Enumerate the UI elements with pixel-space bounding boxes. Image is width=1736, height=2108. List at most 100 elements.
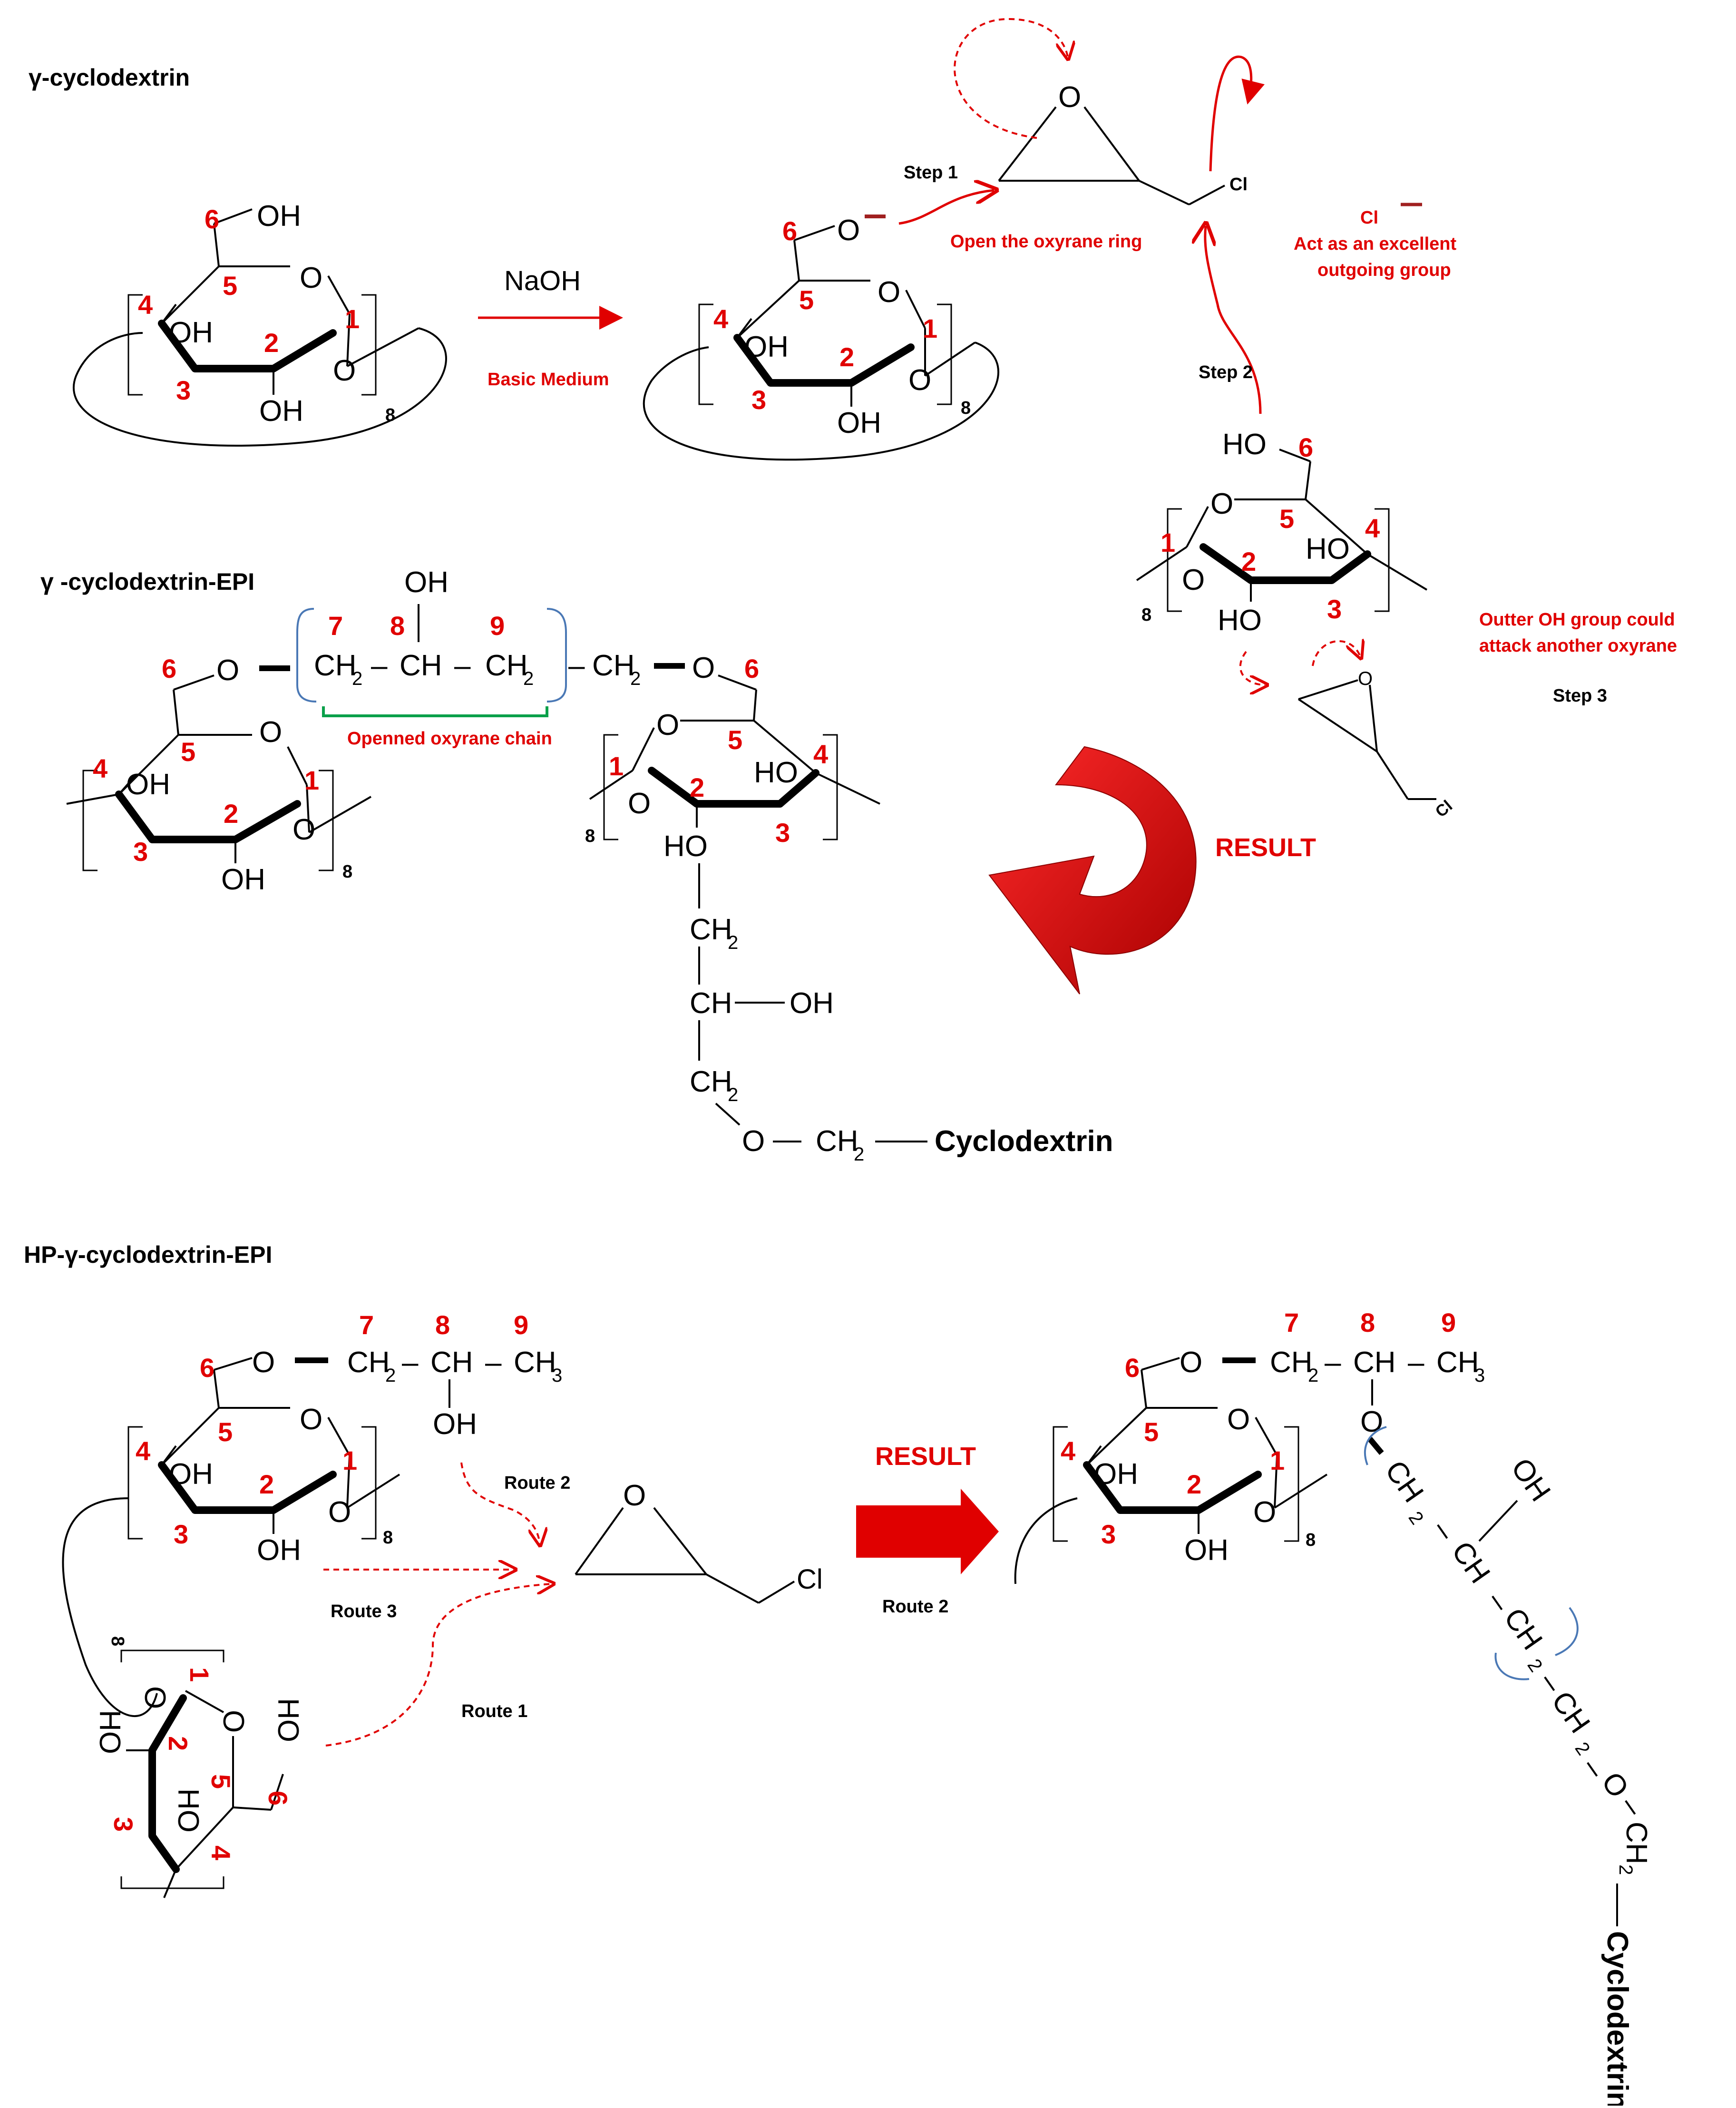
chain-ch2-linker: CH xyxy=(592,649,635,682)
num-4: 4 xyxy=(93,753,107,783)
label-step2: Step 2 xyxy=(1199,362,1253,382)
atom-ho-c3: HO xyxy=(1306,533,1350,566)
num-8: 8 xyxy=(1360,1308,1375,1337)
blue-bracket-right xyxy=(546,608,567,703)
label-basic-medium: Basic Medium xyxy=(488,370,609,390)
atom-o-ring: O xyxy=(878,276,900,309)
num-2: 2 xyxy=(839,342,854,372)
num-6: 6 xyxy=(200,1353,215,1383)
label-outer-oh-2: attack another oxyrane xyxy=(1479,636,1677,656)
sub-2: 2 xyxy=(1615,1864,1636,1875)
chain-dash: – xyxy=(1426,1514,1463,1546)
num-7: 7 xyxy=(1284,1308,1299,1337)
epichlorohydrin-center: O Cl xyxy=(575,1479,823,1604)
arrow-step1 xyxy=(898,190,994,225)
num-4: 4 xyxy=(1365,513,1380,543)
chain-ch2-7: CH xyxy=(314,649,357,682)
atom-o-ether: O xyxy=(216,654,239,687)
atom-ho-c2: HO xyxy=(1218,604,1262,637)
label-outer-oh-1: Outter OH group could xyxy=(1479,610,1675,630)
num-2: 2 xyxy=(163,1736,193,1751)
num-2: 2 xyxy=(690,772,704,802)
atom-o-ether: O xyxy=(252,1346,275,1379)
num-6: 6 xyxy=(1298,432,1313,462)
label-step1: Step 1 xyxy=(904,163,958,183)
num-6: 6 xyxy=(782,216,797,246)
multiplier-8: 8 xyxy=(585,826,595,846)
num-2: 2 xyxy=(264,328,279,358)
atom-ho-c3: HO xyxy=(172,1788,205,1833)
atom-o-ether: O xyxy=(1180,1346,1202,1379)
num-2: 2 xyxy=(259,1469,274,1499)
multiplier-8: 8 xyxy=(1141,605,1151,625)
num-4: 4 xyxy=(713,304,728,334)
label-route2-result: Route 2 xyxy=(882,1597,948,1617)
chain-dash: – xyxy=(371,649,388,682)
num-7: 7 xyxy=(359,1310,374,1340)
sub-3: 3 xyxy=(1474,1365,1485,1386)
atom-oh-c8: OH xyxy=(433,1408,477,1441)
title-gamma-cyclodextrin: γ-cyclodextrin xyxy=(29,64,190,91)
sub-3: 3 xyxy=(552,1365,562,1386)
num-2: 2 xyxy=(224,799,238,829)
arrow-epoxide-open xyxy=(954,18,1068,139)
gamma-cd-epi-right-unit: 8 O O HO HO 6 5 4 1 2 3 xyxy=(585,654,880,863)
num-6: 6 xyxy=(162,654,176,683)
sub-2: 2 xyxy=(630,668,641,689)
label-result-1: RESULT xyxy=(1215,833,1316,862)
chain-ch2-c: CH xyxy=(1498,1602,1549,1656)
num-5: 5 xyxy=(1279,504,1294,534)
num-1: 1 xyxy=(1161,527,1175,557)
num-1: 1 xyxy=(609,751,624,781)
atom-oh-c3: OH xyxy=(169,1458,213,1491)
sub-2: 2 xyxy=(1523,1655,1547,1676)
num-5: 5 xyxy=(1144,1417,1159,1447)
sub-2: 2 xyxy=(728,932,738,953)
num-3: 3 xyxy=(775,818,790,848)
arrow-route1 xyxy=(325,1584,552,1747)
label-cl-anion: Cl xyxy=(1360,208,1378,228)
num-6: 6 xyxy=(205,204,219,234)
sub-2: 2 xyxy=(385,1365,396,1386)
label-cyclodextrin-final: Cyclodextrin xyxy=(1601,1931,1634,2106)
atom-o-ring: O xyxy=(300,1403,322,1436)
num-6: 6 xyxy=(263,1791,293,1805)
sub-2: 2 xyxy=(523,668,534,689)
atom-ho-c6: HO xyxy=(272,1698,304,1742)
atom-oh-chain: OH xyxy=(790,987,834,1020)
sub-2: 2 xyxy=(1571,1738,1594,1759)
chain-ch2-7: CH xyxy=(347,1346,390,1379)
num-1: 1 xyxy=(304,765,319,795)
num-1: 1 xyxy=(1270,1445,1285,1475)
vertical-epi-chain: CH 2 CH OH CH 2 O CH 2 Cyclodextrin xyxy=(690,863,1113,1165)
multiplier-8: 8 xyxy=(342,862,352,882)
result-curved-arrow xyxy=(988,746,1197,995)
epi-bridge-chain: CH 2 – CH – CH 2 – CH 2 O OH 7 8 9 Openn… xyxy=(259,566,715,749)
atom-o-glyco: O xyxy=(328,1496,351,1529)
num-5: 5 xyxy=(223,271,237,301)
atom-oh-c2: OH xyxy=(221,863,265,896)
multiplier-8: 8 xyxy=(1306,1530,1316,1550)
chain-dash: – xyxy=(568,649,585,682)
sub-2: 2 xyxy=(1404,1508,1428,1528)
num-3: 3 xyxy=(108,1817,138,1832)
label-route2: Route 2 xyxy=(504,1473,570,1493)
chain-dash: – xyxy=(1408,1346,1424,1379)
arrow-cl-leave xyxy=(1209,55,1265,172)
label-outgoing-1: Act as an excellent xyxy=(1294,234,1457,254)
arrow-step3-a xyxy=(1239,651,1265,685)
num-4: 4 xyxy=(206,1845,236,1860)
atom-o-glyco: O xyxy=(138,1686,171,1709)
num-5: 5 xyxy=(728,725,742,755)
sub-2: 2 xyxy=(1308,1365,1318,1386)
atom-cl: Cl xyxy=(797,1564,823,1595)
atom-o-ether-right: O xyxy=(692,652,715,684)
atom-o-glyco: O xyxy=(628,787,651,820)
label-route3: Route 3 xyxy=(331,1601,397,1621)
num-4: 4 xyxy=(813,739,828,769)
multiplier-8: 8 xyxy=(961,398,971,418)
chain-ch-8: CH xyxy=(1353,1346,1396,1379)
sub-2: 2 xyxy=(352,668,362,689)
atom-oh-c3: OH xyxy=(744,331,789,363)
atom-oh-c3: OH xyxy=(169,316,213,349)
